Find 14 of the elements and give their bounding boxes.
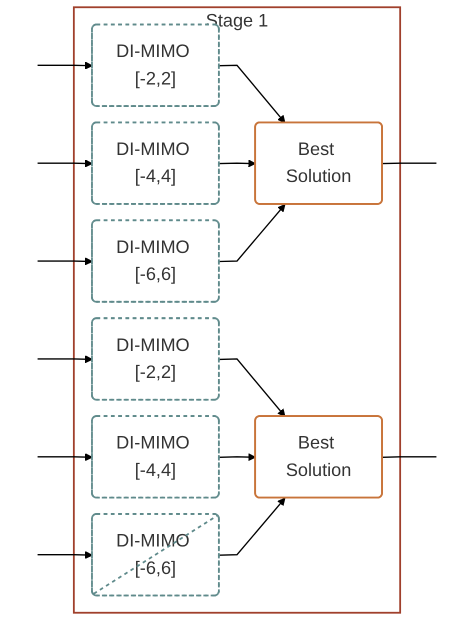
arrow [219,358,286,417]
arrow [38,257,93,266]
arrow [219,64,286,124]
connector [382,456,436,458]
arrow [38,159,93,168]
connector [382,162,436,164]
arrow [219,204,286,262]
arrow [38,551,93,559]
arrow [219,453,256,462]
arrow [219,159,256,168]
arrow [38,355,93,364]
arrow [38,453,93,462]
arrow [38,62,93,70]
arrow [219,498,286,556]
